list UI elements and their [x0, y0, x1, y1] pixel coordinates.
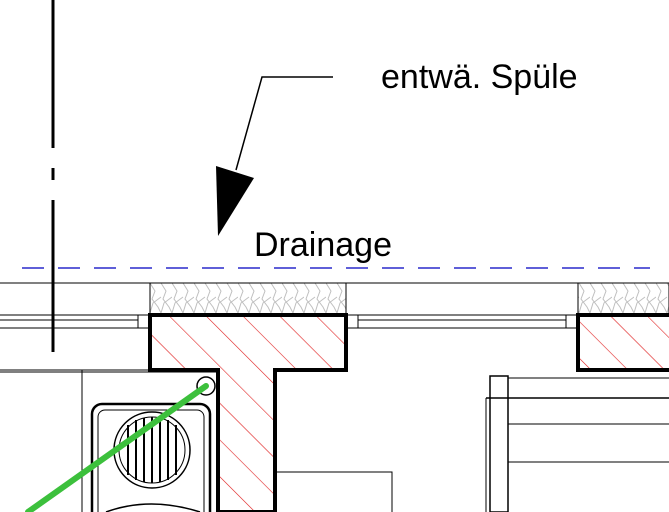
- kitchen-counter: [0, 370, 218, 512]
- sink-drain-label: entwä. Spüle: [381, 58, 578, 96]
- drainage-label: Drainage: [254, 226, 392, 264]
- sink-pipe: [25, 383, 209, 512]
- concrete-wall: [148, 313, 669, 512]
- insulation-blocks: [149, 282, 669, 316]
- leader-arrow: [216, 76, 333, 236]
- interior-fixtures: [275, 375, 669, 512]
